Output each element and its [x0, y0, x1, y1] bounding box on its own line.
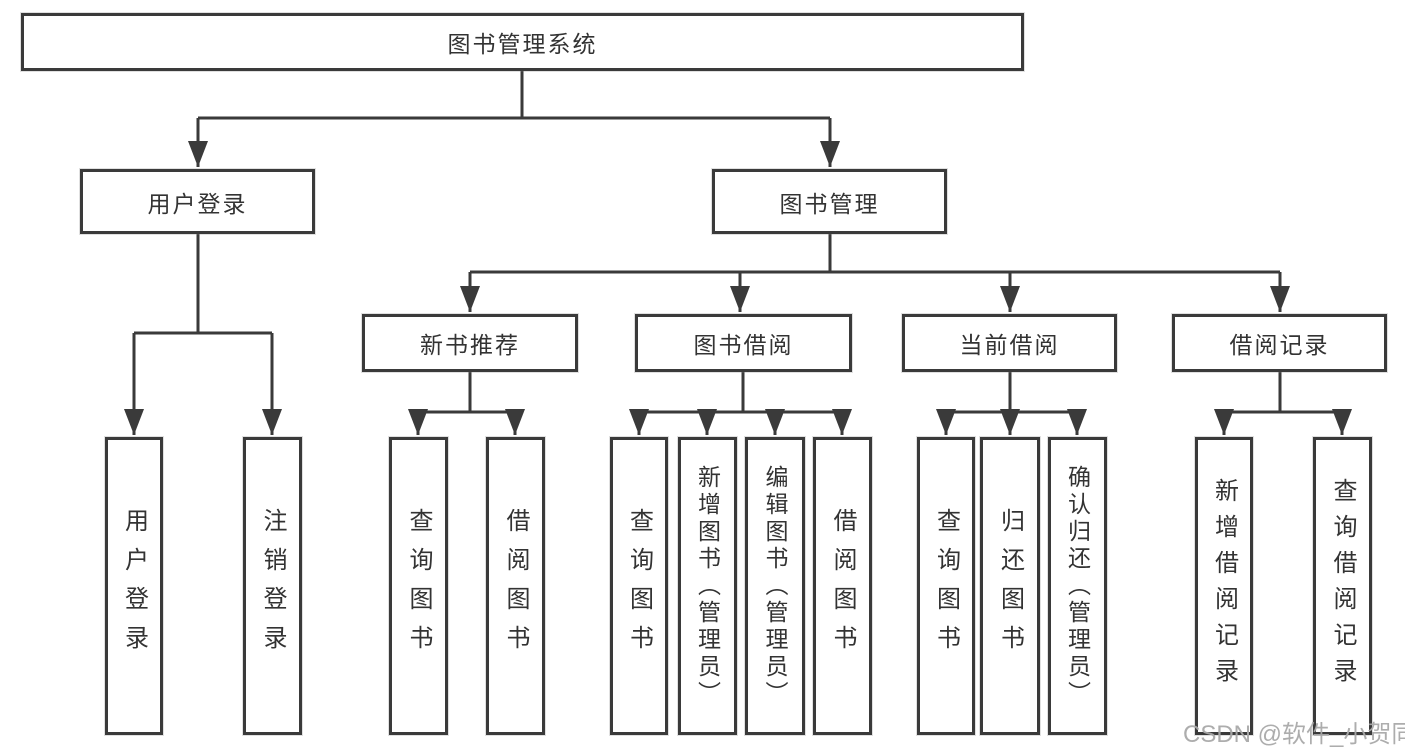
leaf-label: 确认归还（管理员） [1064, 464, 1091, 708]
csdn-watermark: CSDN @软件_小贺同学 [1183, 721, 1405, 747]
node-user-login: 用户登录 [80, 169, 315, 234]
leaf-label: 新增借阅记录 [1210, 478, 1238, 694]
leaf-add-books-admin: 新增图书（管理员） [678, 437, 737, 735]
node-borrowing-records: 借阅记录 [1172, 314, 1387, 372]
leaf-label: 查询图书 [932, 508, 960, 664]
leaf-label: 借阅图书 [829, 508, 856, 664]
leaf-query-books-current: 查询图书 [917, 437, 975, 735]
node-label: 借阅记录 [1229, 332, 1330, 358]
node-label: 新书推荐 [420, 332, 520, 358]
node-new-book-recommendation: 新书推荐 [362, 314, 578, 372]
node-label: 图书借阅 [693, 332, 794, 358]
leaf-query-books-borrow: 查询图书 [610, 437, 668, 735]
leaf-return-books: 归还图书 [980, 437, 1040, 735]
leaf-label: 新增图书（管理员） [694, 464, 721, 708]
leaf-label: 注销登录 [259, 508, 286, 664]
leaf-edit-books-admin: 编辑图书（管理员） [745, 437, 805, 735]
leaf-query-books-recommend: 查询图书 [389, 437, 448, 735]
leaf-add-borrow-record: 新增借阅记录 [1195, 437, 1253, 735]
leaf-borrow-books: 借阅图书 [813, 437, 872, 735]
leaf-label: 用户登录 [120, 508, 148, 664]
node-label: 用户登录 [147, 190, 248, 217]
leaf-borrow-books-recommend: 借阅图书 [486, 437, 545, 735]
node-current-borrowing: 当前借阅 [902, 314, 1117, 372]
leaf-label: 借阅图书 [502, 508, 529, 664]
node-book-management: 图书管理 [712, 169, 947, 234]
leaf-user-login: 用户登录 [105, 437, 163, 735]
leaf-label: 查询借阅记录 [1329, 478, 1356, 694]
leaf-logout: 注销登录 [243, 437, 302, 735]
node-label: 图书管理 [779, 190, 880, 217]
node-library-management-system: 图书管理系统 [21, 13, 1024, 71]
leaf-label: 归还图书 [996, 508, 1024, 664]
leaf-label: 编辑图书（管理员） [762, 464, 788, 708]
node-label: 当前借阅 [959, 332, 1060, 358]
node-label: 图书管理系统 [447, 31, 598, 57]
leaf-label: 查询图书 [405, 508, 432, 664]
leaf-query-borrow-record: 查询借阅记录 [1313, 437, 1372, 735]
node-book-borrowing: 图书借阅 [635, 314, 852, 372]
leaf-confirm-return-admin: 确认归还（管理员） [1048, 437, 1107, 735]
leaf-label: 查询图书 [625, 508, 653, 664]
